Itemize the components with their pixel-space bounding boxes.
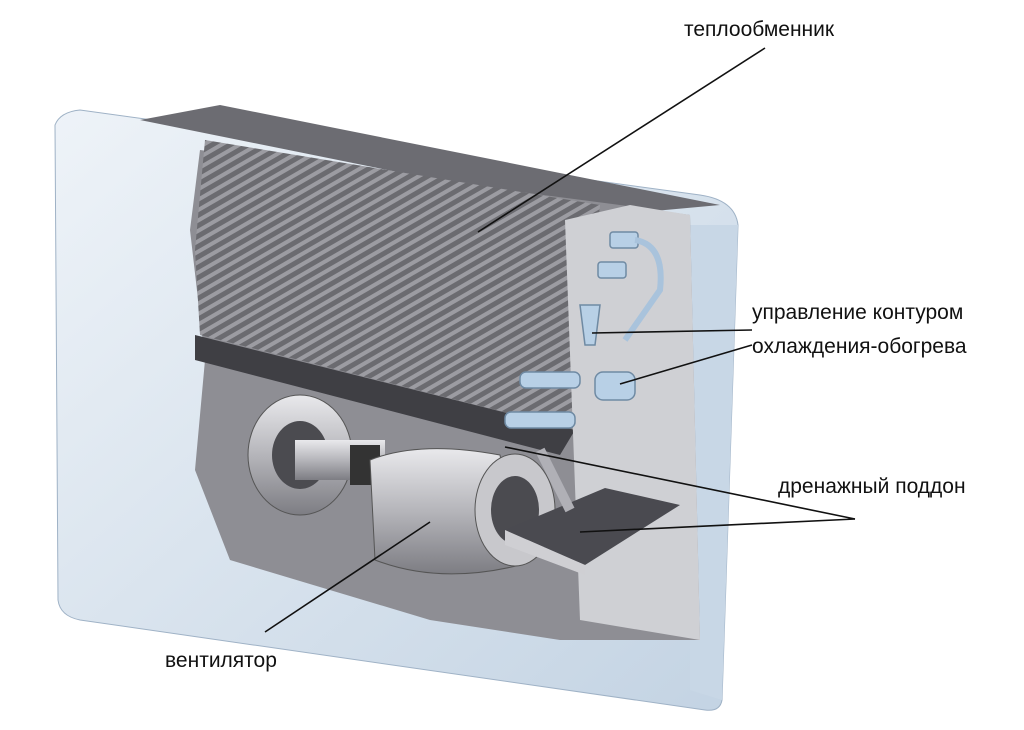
- control-valves: [504, 231, 664, 429]
- heat-exchanger-coil: [195, 140, 600, 430]
- top-grille: [140, 105, 720, 215]
- label-control-line1: управление контуром: [752, 301, 964, 324]
- leader-lines: [264, 47, 856, 633]
- drain-pan-upper: [195, 335, 575, 455]
- drain-pan-lower: [505, 488, 680, 565]
- right-wall: [565, 205, 700, 640]
- casing-side: [690, 225, 738, 700]
- label-drain-pan: дренажный поддон: [778, 475, 966, 498]
- label-heat-exchanger: теплообменник: [684, 18, 835, 41]
- label-control-line2: охлаждения-обогрева: [752, 335, 967, 358]
- fan-assembly: [247, 394, 556, 575]
- label-fan: вентилятор: [165, 649, 277, 672]
